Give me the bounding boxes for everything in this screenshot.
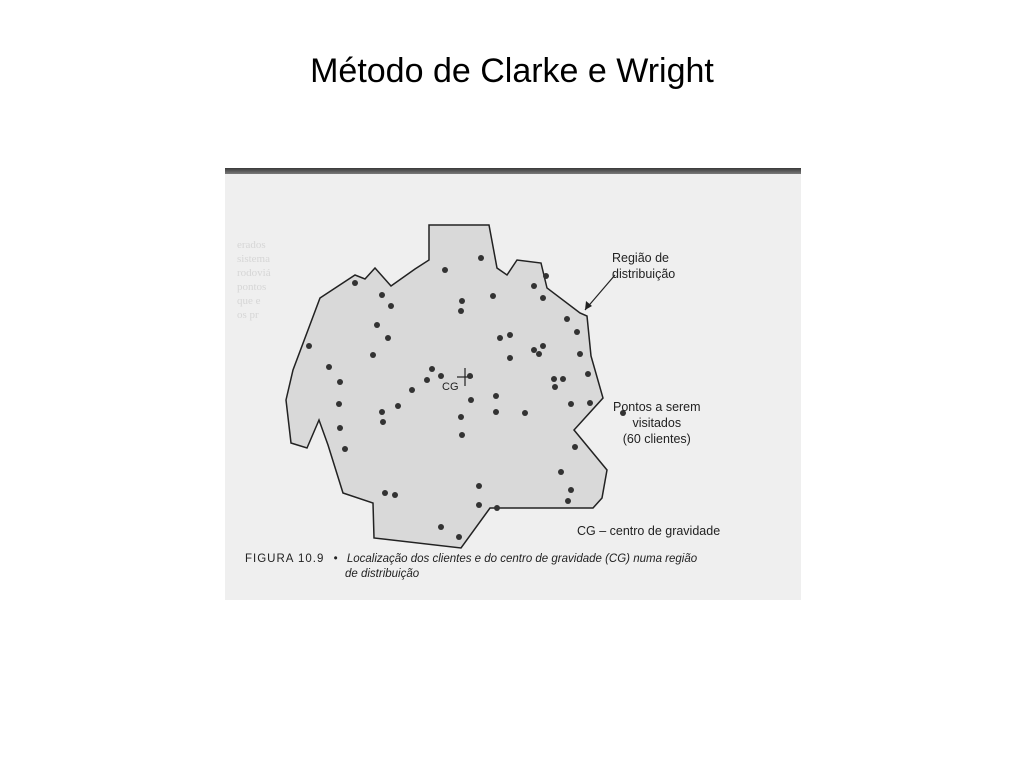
region-label: Região de distribuição (612, 250, 675, 282)
region-label-line: Região de (612, 251, 669, 265)
client-point (388, 303, 394, 309)
scan-edge-shadow (225, 168, 801, 174)
client-point (585, 371, 591, 377)
client-point (337, 425, 343, 431)
client-point (459, 298, 465, 304)
client-point (564, 316, 570, 322)
client-point (385, 335, 391, 341)
client-point (459, 432, 465, 438)
client-point (494, 505, 500, 511)
client-point (577, 351, 583, 357)
client-point (522, 410, 528, 416)
client-point (560, 376, 566, 382)
client-point (382, 490, 388, 496)
client-point (442, 267, 448, 273)
figure-caption: FIGURA 10.9 • Localização dos clientes e… (245, 552, 765, 582)
client-point (478, 255, 484, 261)
client-point (572, 444, 578, 450)
caption-text-line: Localização dos clientes e do centro de … (346, 553, 698, 565)
client-point (352, 280, 358, 286)
points-label-line: (60 clientes) (622, 432, 691, 446)
client-point (456, 534, 462, 540)
client-point (395, 403, 401, 409)
points-label: Pontos a serem visitados (60 clientes) (613, 399, 701, 447)
client-point (507, 355, 513, 361)
region-label-line: distribuição (612, 267, 676, 281)
slide-title: Método de Clarke e Wright (310, 52, 714, 90)
client-point (306, 343, 312, 349)
cg-marker-label: CG (442, 381, 459, 393)
client-point (493, 393, 499, 399)
client-point (424, 377, 430, 383)
client-point (429, 366, 435, 372)
client-point (568, 401, 574, 407)
client-point (392, 492, 398, 498)
client-point (438, 524, 444, 530)
client-point (374, 322, 380, 328)
caption-figure-number: FIGURA 10.9 (245, 553, 325, 565)
client-point (379, 292, 385, 298)
points-label-line: Pontos a serem (613, 400, 701, 414)
caption-bullet: • (333, 553, 338, 565)
client-points (306, 255, 593, 540)
client-point (380, 419, 386, 425)
client-point (540, 343, 546, 349)
client-point (531, 347, 537, 353)
client-point (558, 469, 564, 475)
client-point (336, 401, 342, 407)
client-point (458, 414, 464, 420)
client-point (409, 387, 415, 393)
client-point (507, 332, 513, 338)
region-arrow (584, 274, 616, 311)
client-point (458, 308, 464, 314)
client-point (467, 373, 473, 379)
legend-point-marker (620, 410, 626, 416)
client-point (337, 379, 343, 385)
cg-legend-label: CG – centro de gravidade (577, 524, 721, 538)
client-point (540, 295, 546, 301)
region-arrowhead (585, 301, 592, 310)
client-point (370, 352, 376, 358)
client-point (497, 335, 503, 341)
client-point (531, 283, 537, 289)
client-point (565, 498, 571, 504)
client-point (574, 329, 580, 335)
caption-text-line: de distribuição (345, 568, 420, 580)
client-point (490, 293, 496, 299)
client-point (476, 483, 482, 489)
client-point (493, 409, 499, 415)
client-point (342, 446, 348, 452)
client-point (476, 502, 482, 508)
client-point (468, 397, 474, 403)
client-point (536, 351, 542, 357)
client-point (326, 364, 332, 370)
distribution-map (285, 224, 626, 549)
client-point (587, 400, 593, 406)
client-point (551, 376, 557, 382)
points-label-line: visitados (632, 416, 682, 430)
client-point (379, 409, 385, 415)
client-point (438, 373, 444, 379)
client-point (552, 384, 558, 390)
client-point (568, 487, 574, 493)
client-point (543, 273, 549, 279)
